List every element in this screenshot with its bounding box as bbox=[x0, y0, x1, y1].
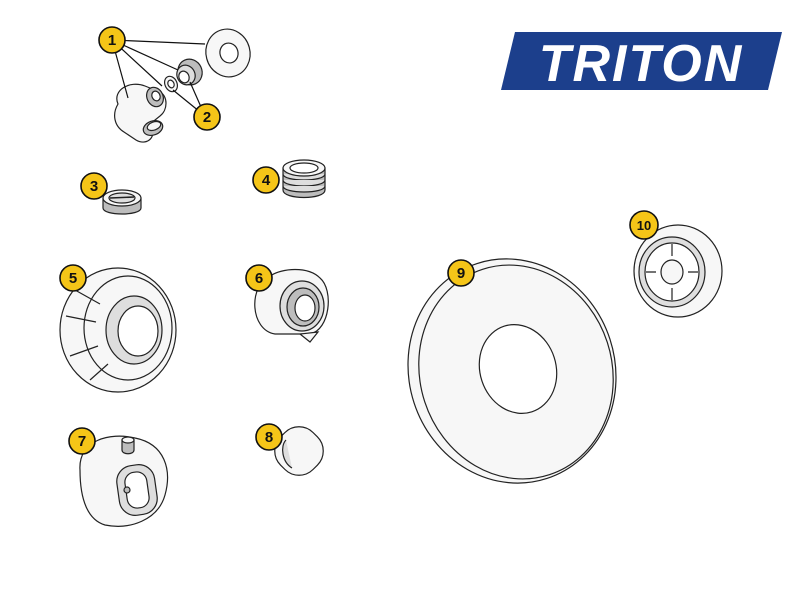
callout-8-label: 8 bbox=[265, 429, 273, 446]
part-7-knob bbox=[79, 435, 169, 527]
callout-6-badge bbox=[245, 264, 273, 292]
part-3-cap bbox=[102, 189, 142, 215]
triton-logo: TRITON bbox=[501, 32, 782, 93]
part-4-threaded-ring bbox=[282, 159, 326, 199]
callout-5-label: 5 bbox=[69, 270, 77, 287]
part-6-collar bbox=[254, 268, 329, 343]
callout-4: 4 bbox=[252, 166, 280, 194]
callout-9: 9 bbox=[447, 259, 475, 287]
callout-1: 1 bbox=[98, 26, 126, 54]
callout-8: 8 bbox=[255, 423, 283, 451]
callout-9-badge bbox=[447, 259, 475, 287]
callout-9-label: 9 bbox=[457, 265, 465, 282]
callout-6-label: 6 bbox=[255, 270, 263, 287]
callout-5-badge bbox=[59, 264, 87, 292]
callout-3-badge bbox=[80, 172, 108, 200]
callout-6: 6 bbox=[245, 264, 273, 292]
callout-10-badge bbox=[629, 210, 659, 240]
callout-2-badge bbox=[193, 103, 221, 131]
callout-2-label: 2 bbox=[203, 109, 211, 126]
callout-7: 7 bbox=[68, 427, 96, 455]
callout-4-label: 4 bbox=[262, 172, 271, 189]
callout-4-badge bbox=[252, 166, 280, 194]
callout-1-label: 1 bbox=[108, 32, 116, 49]
callout-8-badge bbox=[255, 423, 283, 451]
callout-3: 3 bbox=[80, 172, 108, 200]
callout-7-badge bbox=[68, 427, 96, 455]
callout-5: 5 bbox=[59, 264, 87, 292]
part-5-bezel bbox=[59, 267, 177, 393]
callout-10: 10 bbox=[629, 210, 659, 240]
part-1-elbow-assembly bbox=[114, 28, 251, 143]
part-8-button bbox=[274, 426, 324, 476]
part-10-flow-ring bbox=[633, 224, 723, 318]
part-9-cover-plate bbox=[407, 258, 617, 484]
callout-3-label: 3 bbox=[90, 178, 98, 195]
callout-2: 2 bbox=[193, 103, 221, 131]
callout-10-label: 10 bbox=[637, 218, 651, 233]
logo-background bbox=[501, 32, 782, 90]
callout-1-badge bbox=[98, 26, 126, 54]
logo-wordmark: TRITON bbox=[539, 35, 744, 93]
callout-7-label: 7 bbox=[78, 433, 86, 450]
